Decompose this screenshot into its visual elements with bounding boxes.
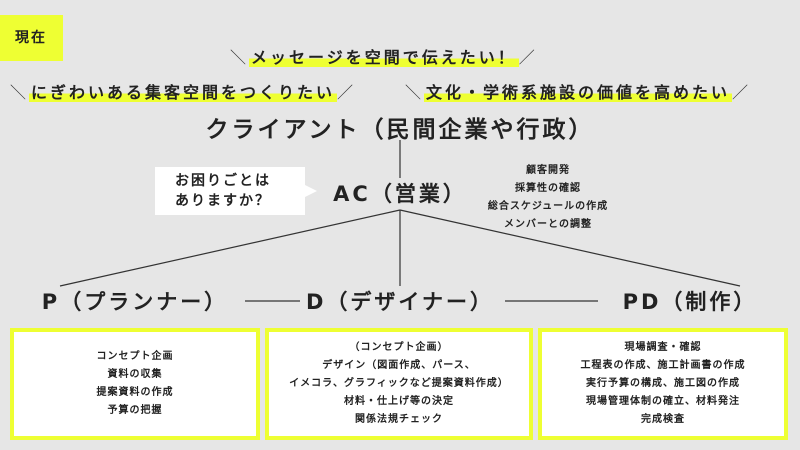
task-item: メンバーとの調整 <box>504 219 592 230</box>
role-title-production: PD（制作） <box>622 290 758 314</box>
list-item: 資料の収集 <box>107 369 163 380</box>
list-item: 工程表の作成、施工計画書の作成 <box>580 360 746 371</box>
role-title-designer: D（デザイナー） <box>305 290 494 314</box>
list-item: 実行予算の構成、施工図の作成 <box>586 378 740 389</box>
list-item: 予算の把握 <box>107 405 163 416</box>
task-item: 総合スケジュールの作成 <box>487 201 609 212</box>
list-item: 完成検査 <box>641 414 685 425</box>
list-item: 材料・仕上げ等の決定 <box>344 396 454 407</box>
speech-bubble: お困りごとはありますか？ <box>155 167 317 215</box>
status-tag: 現在 <box>0 15 63 61</box>
designer-box: （コンセプト企画） デザイン（図面作成、パース、 イメコラ、グラフィックなど提案… <box>265 328 533 440</box>
task-item: 顧客開発 <box>526 165 570 176</box>
list-item: 現場管理体制の確立、材料発注 <box>586 396 740 407</box>
list-item: 関係法規チェック <box>355 414 443 425</box>
planner-box: コンセプト企画 資料の収集 提案資料の作成 予算の把握 <box>10 328 260 440</box>
banner-top: ＼メッセージを空間で伝えたい！／ <box>230 48 538 67</box>
production-box: 現場調査・確認 工程表の作成、施工計画書の作成 実行予算の構成、施工図の作成 現… <box>538 328 788 440</box>
list-item: 提案資料の作成 <box>96 387 174 398</box>
bubble-line: ありますか？ <box>175 193 271 209</box>
task-item: 採算性の確認 <box>515 183 581 194</box>
ac-title: AC（営業） <box>320 178 480 208</box>
banner-right: ＼文化・学術系施設の価値を高めたい／ <box>405 83 752 102</box>
list-item: イメコラ、グラフィックなど提案資料作成） <box>289 378 509 389</box>
client-title: クライアント（民間企業や行政） <box>205 117 595 143</box>
list-item: デザイン（図面作成、パース、 <box>322 360 476 371</box>
role-title-planner: P（プランナー） <box>41 290 229 314</box>
list-item: （コンセプト企画） <box>349 342 449 353</box>
list-item: 現場調査・確認 <box>624 342 702 353</box>
banner-left: ＼にぎわいある集客空間をつくりたい／ <box>10 83 357 102</box>
bubble-line: お困りごとは <box>175 173 271 189</box>
ac-tasks: 顧客開発 採算性の確認 総合スケジュールの作成 メンバーとの調整 <box>478 162 618 234</box>
list-item: コンセプト企画 <box>96 351 174 362</box>
